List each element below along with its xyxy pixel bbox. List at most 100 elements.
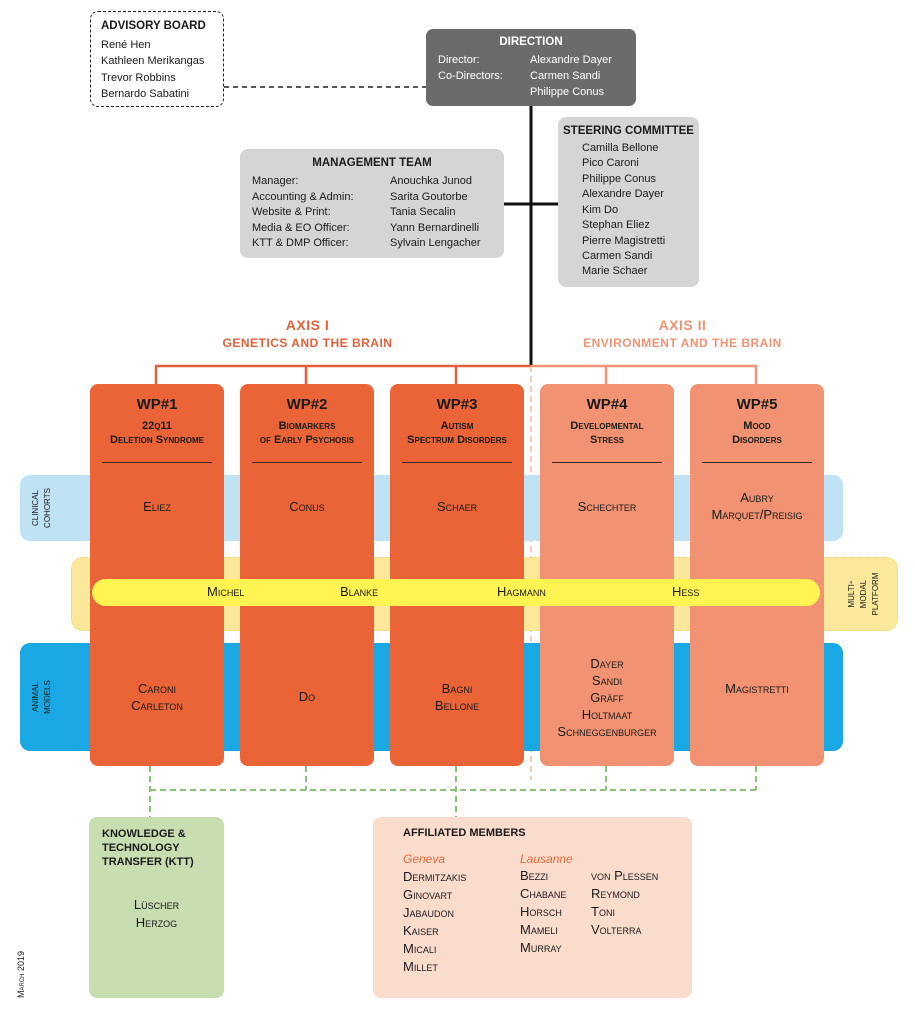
- direction-row: Philippe Conus: [438, 86, 628, 101]
- ktt-box: KNOWLEDGE & TECHNOLOGY TRANSFER (KTT) Lü…: [89, 817, 224, 998]
- wp4-clinical-lead: Schechter: [540, 498, 674, 515]
- management-role: Manager:: [252, 175, 299, 187]
- multimodal-platform-label: multi- modal platform: [845, 561, 881, 627]
- affiliated-member: Murray: [520, 940, 562, 955]
- affiliated-member: Chabane: [520, 886, 567, 901]
- management-role: Media & EO Officer:: [252, 222, 350, 234]
- affiliated-member: Mameli: [520, 922, 558, 937]
- axis-1-heading: AXIS I GENETICS AND THE BRAIN: [190, 317, 425, 350]
- management-role: KTT & DMP Officer:: [252, 237, 349, 249]
- band-label-line: clinical: [29, 490, 41, 527]
- axis-2-subtitle: ENVIRONMENT AND THE BRAIN: [583, 336, 782, 350]
- axis-2-title: AXIS II: [658, 317, 707, 333]
- person-name: Schneggenburger: [557, 724, 657, 739]
- affiliated-member: Ginovart: [403, 887, 453, 902]
- ktt-affiliated-connectors: [149, 766, 757, 817]
- geneva-label: Geneva: [403, 852, 446, 866]
- wp-id: WP#1: [136, 396, 178, 413]
- ktt-title-line: TECHNOLOGY: [102, 842, 180, 854]
- steering-member: Camilla Bellone: [582, 142, 659, 154]
- wp2-animal-leads: Do: [240, 688, 374, 705]
- management-name: Tania Secalin: [390, 206, 456, 218]
- axis-2-heading: AXIS II ENVIRONMENT AND THE BRAIN: [560, 317, 805, 350]
- person-name: Aubry: [740, 490, 774, 505]
- steering-member: Carmen Sandi: [582, 250, 653, 262]
- wp-topic-line: of Early Psychosis: [259, 434, 355, 446]
- wp2-clinical-lead: Conus: [240, 498, 374, 515]
- band-label-line: cohorts: [41, 488, 53, 528]
- affiliated-member: Dermitzakis: [403, 869, 467, 884]
- management-row: Website & Print: Tania Secalin: [252, 206, 502, 221]
- person-name: Dayer: [590, 656, 624, 671]
- wp-divider: [402, 462, 512, 463]
- affiliated-member: Bezzi: [520, 868, 549, 883]
- affiliated-member: Volterra: [591, 922, 642, 937]
- wp-topic-line: Deletion Syndrome: [110, 434, 204, 446]
- management-row: Manager: Anouchka Junod: [252, 175, 502, 190]
- affiliated-member: Reymond: [591, 886, 640, 901]
- ktt-title-line: KNOWLEDGE &: [102, 828, 186, 840]
- ktt-member: Herzog: [135, 915, 178, 930]
- management-team: MANAGEMENT TEAM Manager: Anouchka Junod …: [240, 149, 504, 258]
- direction-name: Alexandre Dayer: [530, 54, 612, 66]
- wp-topic-line: Mood: [743, 420, 771, 432]
- advisory-board: ADVISORY BOARD René Hen Kathleen Merikan…: [90, 11, 224, 107]
- platform-member: Hess: [672, 584, 700, 599]
- steering-member: Pierre Magistretti: [582, 235, 666, 247]
- clinical-cohorts-label: clinical cohorts: [29, 478, 53, 538]
- wp5-animal-leads: Magistretti: [690, 680, 824, 697]
- wp1-clinical-lead: Eliez: [90, 498, 224, 515]
- animal-models-label: animal models: [29, 667, 53, 727]
- ktt-title: KNOWLEDGE & TECHNOLOGY TRANSFER (KTT): [102, 827, 217, 869]
- person-name: Marquet/Preisig: [711, 507, 803, 522]
- wp-topic-line: Autism: [440, 420, 474, 432]
- ktt-title-line: TRANSFER (KTT): [102, 856, 194, 868]
- axis-1-subtitle: GENETICS AND THE BRAIN: [222, 336, 393, 350]
- wp-topic-line: Developmental: [570, 420, 644, 432]
- steering-committee: STEERING COMMITTEE Camilla Bellone Pico …: [558, 117, 699, 287]
- person-name: Schechter: [577, 499, 637, 514]
- management-name: Anouchka Junod: [390, 175, 472, 187]
- person-name: Holtmaat: [581, 707, 633, 722]
- person-name: Caroni: [138, 681, 176, 696]
- person-name: Schaer: [436, 499, 478, 514]
- wp-topic-line: 22q11: [141, 420, 173, 432]
- direction-title: DIRECTION: [499, 36, 563, 48]
- wp-divider: [252, 462, 362, 463]
- advisory-member: Trevor Robbins: [101, 71, 176, 84]
- person-name: Bellone: [434, 698, 480, 713]
- band-label-line: platform: [869, 572, 881, 616]
- person-name: Sandi: [591, 673, 623, 688]
- wp-id: WP#2: [286, 396, 328, 413]
- wp-divider: [552, 462, 662, 463]
- lausanne-label: Lausanne: [520, 852, 573, 866]
- wp-topic-line: Stress: [589, 434, 624, 446]
- direction-name: Philippe Conus: [530, 86, 604, 98]
- advisory-member: Bernardo Sabatini: [101, 88, 190, 100]
- steering-member: Kim Do: [582, 204, 619, 216]
- management-title: MANAGEMENT TEAM: [312, 157, 432, 169]
- person-name: Do: [298, 689, 316, 704]
- wp3-clinical-lead: Schaer: [390, 498, 524, 515]
- wp-id: WP#4: [586, 396, 628, 413]
- wp-topic-line: Spectrum Disorders: [407, 434, 507, 446]
- person-name: Carleton: [131, 698, 183, 713]
- ktt-member: Lüscher: [133, 897, 180, 912]
- management-row: Media & EO Officer: Yann Bernardinelli: [252, 222, 502, 237]
- wp-topic-line: Disorders: [732, 434, 782, 446]
- direction-role: Co-Directors:: [438, 70, 503, 82]
- steering-member: Philippe Conus: [582, 173, 656, 185]
- affiliated-members-box: AFFILIATED MEMBERS Geneva Lausanne Dermi…: [373, 817, 692, 998]
- multimodal-platform-bar: [92, 579, 820, 606]
- affiliated-title: AFFILIATED MEMBERS: [403, 827, 526, 839]
- band-label-line: modal: [857, 579, 869, 609]
